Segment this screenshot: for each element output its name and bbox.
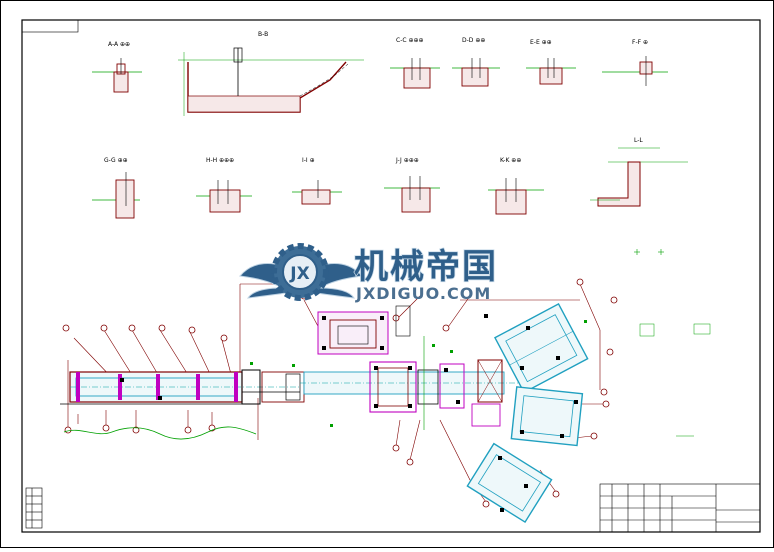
section-h-h: H-H ⊕⊕⊕ <box>196 157 252 213</box>
grid-marks <box>634 249 711 437</box>
svg-text:F-F ⊕: F-F ⊕ <box>632 39 648 46</box>
corner-stamp-box <box>21 19 79 33</box>
section-d-d: D-D ⊕⊕ <box>452 37 500 87</box>
section-f-f: F-F ⊕ <box>602 39 668 86</box>
svg-text:K-K ⊕⊕: K-K ⊕⊕ <box>500 157 521 164</box>
section-j-j: J-J ⊕⊕⊕ <box>384 157 440 213</box>
svg-text:I-I ⊕: I-I ⊕ <box>302 157 315 164</box>
logo-letters: JX <box>289 264 309 284</box>
watermark-cn-text: 机械帝国 <box>354 247 498 287</box>
winged-gear-icon: JX <box>239 243 363 301</box>
watermark-logo: JX 机械帝国 JXDIGUO.COM <box>239 243 498 303</box>
revision-table <box>25 487 43 529</box>
title-block <box>599 483 761 533</box>
section-a-a: A-A ⊕⊕ <box>92 41 142 93</box>
section-label-b-b: B-B <box>258 31 268 38</box>
section-c-c: C-C ⊕⊕⊕ <box>390 37 440 89</box>
watermark-en-text: JXDIGUO.COM <box>355 284 491 303</box>
inner-frame <box>21 19 761 533</box>
svg-text:A-A ⊕⊕: A-A ⊕⊕ <box>108 41 130 48</box>
svg-text:D-D ⊕⊕: D-D ⊕⊕ <box>462 37 485 44</box>
svg-text:H-H ⊕⊕⊕: H-H ⊕⊕⊕ <box>206 157 234 164</box>
section-l-l: L-L <box>590 137 688 207</box>
section-g-g: G-G ⊕⊕ <box>92 157 140 219</box>
svg-text:G-G ⊕⊕: G-G ⊕⊕ <box>104 157 128 164</box>
section-label-l-l: L-L <box>634 137 643 144</box>
svg-text:J-J ⊕⊕⊕: J-J ⊕⊕⊕ <box>395 157 419 164</box>
section-e-e: E-E ⊕⊕ <box>526 39 576 85</box>
section-b-b: B-B <box>178 31 364 116</box>
svg-text:E-E ⊕⊕: E-E ⊕⊕ <box>530 39 552 46</box>
svg-text:C-C ⊕⊕⊕: C-C ⊕⊕⊕ <box>396 37 424 44</box>
section-k-k: K-K ⊕⊕ <box>488 157 544 215</box>
plan-view <box>60 278 618 524</box>
section-i-i: I-I ⊕ <box>292 157 342 205</box>
